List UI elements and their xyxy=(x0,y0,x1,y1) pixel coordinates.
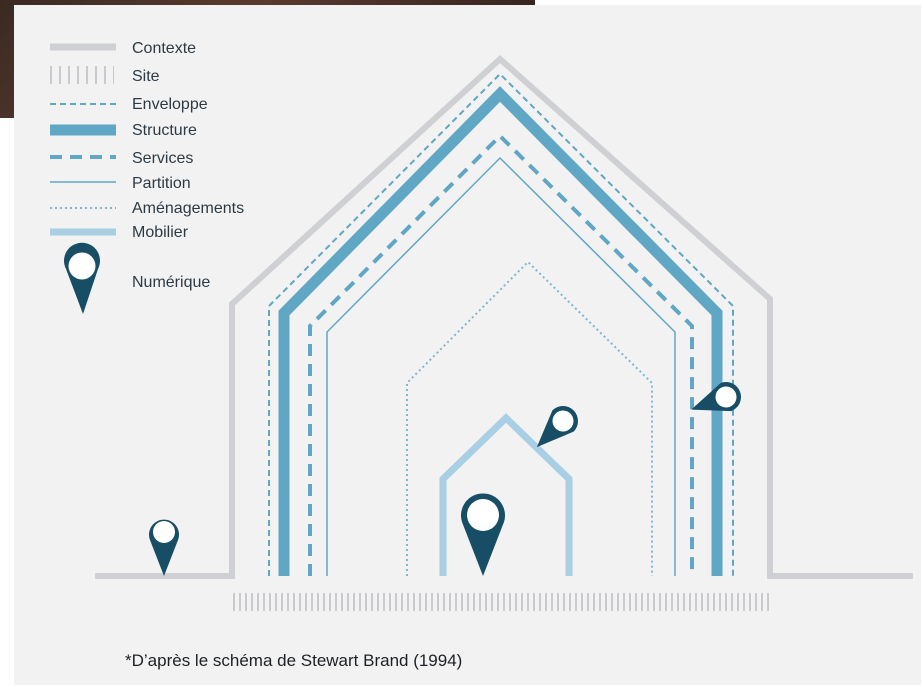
legend-item-structure: Structure xyxy=(50,122,197,139)
pin-tilted-structure xyxy=(691,382,741,412)
pin-tilted-mobilier xyxy=(536,406,578,448)
map-pin-icon xyxy=(149,519,180,576)
map-pin-icon xyxy=(64,242,101,314)
map-pin-icon xyxy=(461,493,505,576)
legend-item-site: Site xyxy=(50,66,160,85)
legend-label-partition: Partition xyxy=(132,175,191,192)
legend-item-numerique: Numérique xyxy=(64,242,210,314)
legend-item-amenagements: Aménagements xyxy=(50,200,244,217)
pin-center-large xyxy=(461,493,505,576)
layer-partition xyxy=(326,156,676,576)
layer-contexte xyxy=(95,54,913,579)
legend-item-mobilier: Mobilier xyxy=(50,224,189,241)
layer-mobilier xyxy=(439,413,573,576)
pin-ground-left xyxy=(149,519,180,576)
legend-item-services: Services xyxy=(50,150,193,167)
map-pin-icon xyxy=(536,406,578,448)
legend-label-numerique: Numérique xyxy=(132,274,210,291)
legend-item-partition: Partition xyxy=(50,175,191,192)
layer-amenagements xyxy=(406,260,653,576)
map-pin-icon xyxy=(691,382,741,412)
layer-enveloppe xyxy=(268,72,734,576)
legend-label-services: Services xyxy=(132,150,193,167)
legend-label-amenagements: Aménagements xyxy=(132,200,244,217)
footnote-source: *D’après le schéma de Stewart Brand (199… xyxy=(125,651,462,670)
legend-label-mobilier: Mobilier xyxy=(132,224,189,241)
legend: Contexte Site Enveloppe Structure Servic… xyxy=(50,40,244,314)
layer-services xyxy=(308,133,694,576)
legend-label-contexte: Contexte xyxy=(132,40,196,57)
legend-item-enveloppe: Enveloppe xyxy=(50,96,208,113)
legend-label-site: Site xyxy=(132,68,160,85)
legend-label-enveloppe: Enveloppe xyxy=(132,96,208,113)
legend-item-contexte: Contexte xyxy=(50,40,196,57)
legend-label-structure: Structure xyxy=(132,122,197,139)
